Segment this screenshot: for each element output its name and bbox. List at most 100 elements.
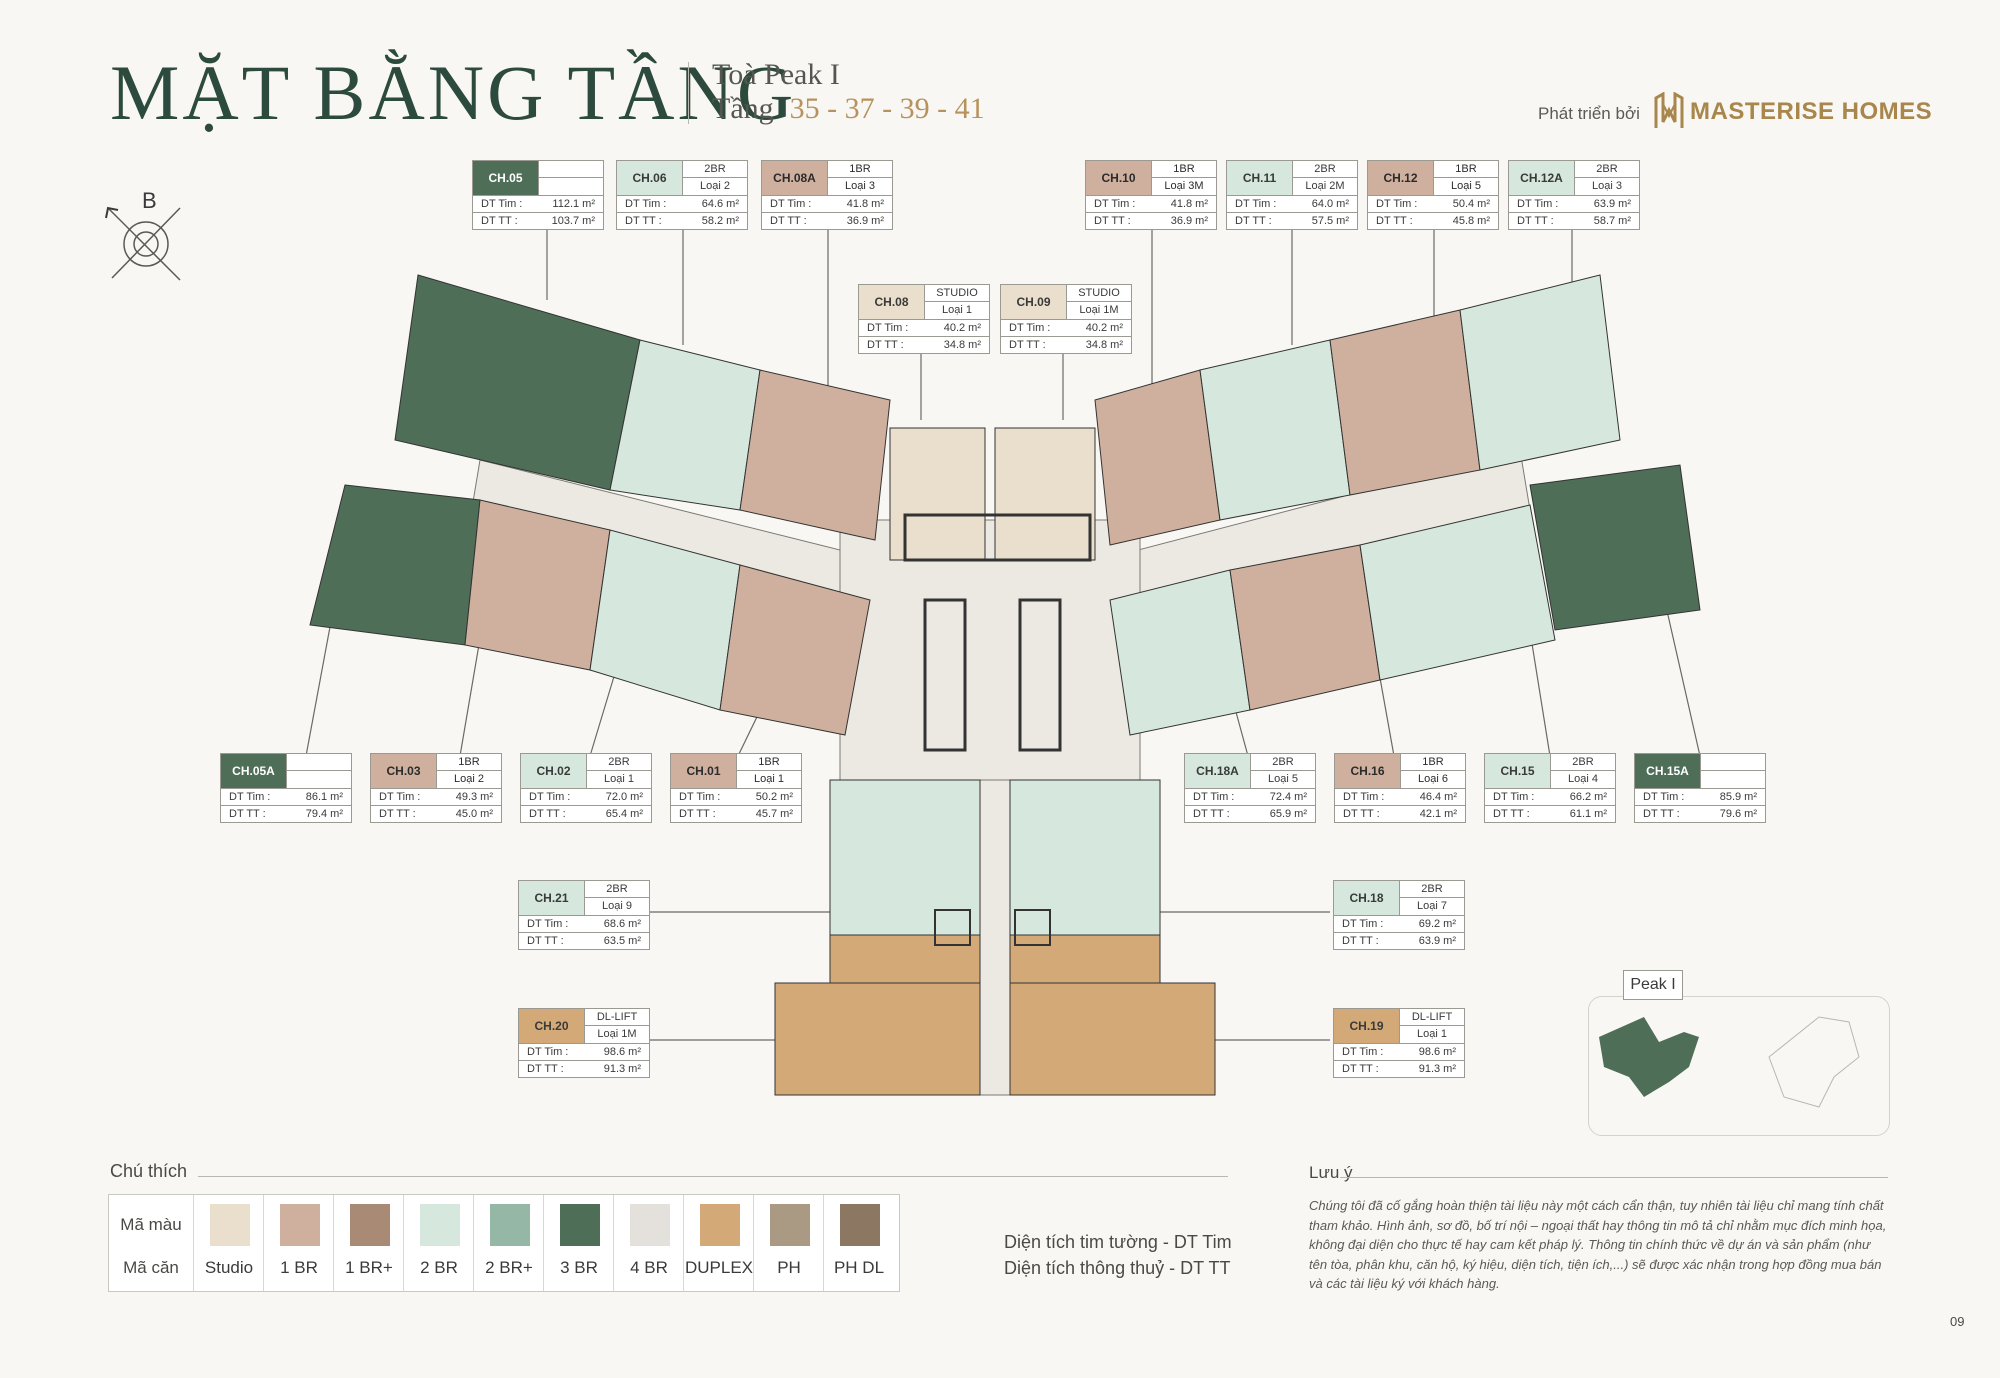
unit-id: CH.10: [1085, 160, 1152, 196]
unit-id: CH.08: [858, 284, 925, 320]
dt-tt-label: DT TT :: [229, 808, 266, 820]
unit-type: 3BR: [1700, 753, 1766, 771]
dt-tt-value: 45.8 m²: [1452, 215, 1490, 227]
dt-tt-label: DT TT :: [1517, 215, 1554, 227]
unit-id: CH.15: [1484, 753, 1551, 789]
unit-type: 1BR: [1151, 160, 1217, 178]
unit-variant: Loại 7: [1399, 897, 1465, 916]
dt-tim-label: DT Tim :: [625, 198, 667, 210]
dt-tt-label: DT TT :: [770, 215, 807, 227]
dt-tim-value: 112.1 m²: [552, 198, 595, 210]
unit-type: 2BR: [682, 160, 748, 178]
dt-tt-label: DT TT :: [1376, 215, 1413, 227]
legend-item: 2 BR+: [473, 1195, 544, 1291]
dt-tt-label: DT TT :: [481, 215, 518, 227]
unit-type: 2BR: [1550, 753, 1616, 771]
unit-variant: Loại 1: [586, 770, 652, 789]
dt-tt-value: 65.4 m²: [605, 808, 643, 820]
dt-tim-label: DT Tim :: [867, 322, 909, 334]
unit-variant: Loại 3: [1574, 177, 1640, 196]
unit-id: CH.18A: [1184, 753, 1251, 789]
legend-title: Chú thích: [110, 1161, 188, 1181]
unit-id: CH.19: [1333, 1008, 1400, 1044]
dt-tt-label: DT TT :: [527, 935, 564, 947]
color-legend: Mã màu Mã căn Studio 1 BR 1 BR+ 2 BR 2 B…: [108, 1194, 900, 1292]
unit-id: CH.21: [518, 880, 585, 916]
dt-tim-label: DT Tim :: [529, 791, 571, 803]
unit-variant: Loại 1: [924, 301, 990, 320]
brand-name: MASTERISE HOMES: [1690, 98, 1933, 125]
dt-tim-label: DT Tim :: [1009, 322, 1051, 334]
legend-item: 1 BR: [263, 1195, 334, 1291]
dt-tt-value: 63.9 m²: [1418, 935, 1456, 947]
legend-code: 2 BR+: [485, 1258, 533, 1277]
legend-swatch: [560, 1204, 600, 1246]
legend-swatch: [630, 1204, 670, 1246]
unit-id: CH.15A: [1634, 753, 1701, 789]
dt-tt-label: DT TT :: [1009, 339, 1046, 351]
unit-id: CH.12A: [1508, 160, 1575, 196]
dt-tim-value: 69.2 m²: [1418, 918, 1456, 930]
dt-tim-label: DT Tim :: [379, 791, 421, 803]
page-number: 09: [1950, 1314, 1965, 1329]
unit-type: 2BR: [586, 753, 652, 771]
unit-id: CH.09: [1000, 284, 1067, 320]
dt-tt-value: 63.5 m²: [603, 935, 641, 947]
unit-type: DL-LIFT: [584, 1008, 650, 1026]
north-compass-icon: B: [105, 188, 181, 281]
legend-code-row-label: Mã căn: [123, 1258, 179, 1277]
dt-tt-label: DT TT :: [1493, 808, 1530, 820]
floor-list: 35 - 37 - 39 - 41: [789, 92, 985, 125]
unit-variant: Loại 3: [1700, 770, 1766, 789]
dt-tt-value: 57.5 m²: [1311, 215, 1349, 227]
unit-type: 1BR: [1433, 160, 1499, 178]
dt-tt-value: 65.9 m²: [1269, 808, 1307, 820]
dt-tim-value: 72.4 m²: [1269, 791, 1307, 803]
legend-swatch: [490, 1204, 530, 1246]
note-divider: [1340, 1177, 1888, 1178]
unit-variant: Loại 4: [1550, 770, 1616, 789]
dt-tt-label: DT TT :: [679, 808, 716, 820]
unit-type: 2BR: [1250, 753, 1316, 771]
legend-swatch: [210, 1204, 250, 1246]
dt-tt-value: 45.0 m²: [455, 808, 493, 820]
dt-tim-value: 49.3 m²: [455, 791, 493, 803]
masterise-logo-icon: [1654, 92, 1684, 128]
unit-variant: Loại 1M: [1066, 301, 1132, 320]
unit-type: 2BR: [1292, 160, 1358, 178]
dt-tt-label: DT TT :: [1193, 808, 1230, 820]
unit-variant: Loại 3: [827, 177, 893, 196]
legend-swatch: [350, 1204, 390, 1246]
unit-type: STUDIO: [1066, 284, 1132, 302]
dt-tt-label: DT TT :: [625, 215, 662, 227]
dt-tim-label: DT Tim :: [1193, 791, 1235, 803]
dt-tt-label: DT TT :: [1343, 808, 1380, 820]
unit-variant: Loại 1M: [584, 1025, 650, 1044]
legend-code: PH: [777, 1258, 801, 1277]
keyplan-drawing: [1599, 1016, 1860, 1108]
dt-tim-value: 46.4 m²: [1419, 791, 1457, 803]
note-title: Lưu ý: [1309, 1163, 1353, 1182]
